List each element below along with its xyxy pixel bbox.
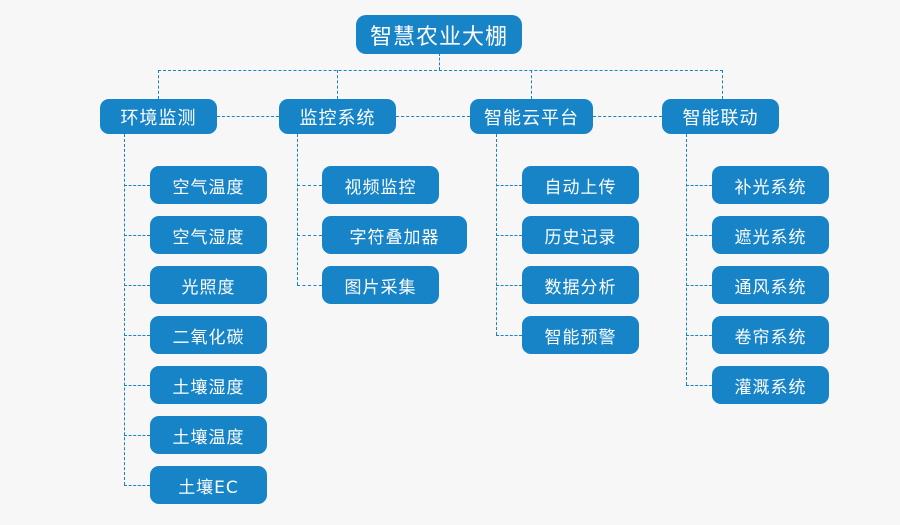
- leaf-node-supplemental-lighting[interactable]: 补光系统: [712, 166, 829, 204]
- leaf-node-ventilation-system[interactable]: 通风系统: [712, 266, 829, 304]
- branch-node-cloud-platform[interactable]: 智能云平台: [470, 99, 593, 134]
- connector-branch-3-4-link: [593, 116, 662, 117]
- leaf-node-shading-system[interactable]: 遮光系统: [712, 216, 829, 254]
- connector-col4-spine: [686, 134, 687, 385]
- branch-node-environment-monitoring[interactable]: 环境监测: [100, 99, 217, 134]
- connector-col3-stub-4: [496, 335, 522, 336]
- leaf-node-roller-blind-system[interactable]: 卷帘系统: [712, 316, 829, 354]
- connector-col2-stub-1: [297, 185, 322, 186]
- connector-col1-spine: [124, 134, 125, 485]
- connector-root-stem: [439, 53, 440, 70]
- connector-col1-stub-1: [124, 185, 150, 186]
- connector-col3-spine: [496, 134, 497, 335]
- connector-col4-stub-4: [686, 335, 712, 336]
- connector-col2-stub-3: [297, 285, 322, 286]
- leaf-node-carbon-dioxide[interactable]: 二氧化碳: [150, 316, 267, 354]
- connector-branch-4-drop: [722, 70, 723, 99]
- connector-col3-stub-2: [496, 235, 522, 236]
- connector-col4-stub-2: [686, 235, 712, 236]
- connector-col2-spine: [297, 134, 298, 285]
- connector-col1-stub-6: [124, 435, 150, 436]
- connector-branch-2-drop: [337, 70, 338, 99]
- leaf-node-soil-ec[interactable]: 土壤EC: [150, 466, 267, 504]
- connector-col3-stub-3: [496, 285, 522, 286]
- connector-col1-stub-5: [124, 385, 150, 386]
- leaf-node-smart-alert[interactable]: 智能预警: [522, 316, 639, 354]
- leaf-node-irrigation-system[interactable]: 灌溉系统: [712, 366, 829, 404]
- branch-node-intelligent-linkage[interactable]: 智能联动: [662, 99, 779, 134]
- leaf-node-character-overlay[interactable]: 字符叠加器: [322, 216, 467, 254]
- leaf-node-image-capture[interactable]: 图片采集: [322, 266, 439, 304]
- connector-col1-stub-7: [124, 485, 150, 486]
- leaf-node-air-temperature[interactable]: 空气温度: [150, 166, 267, 204]
- branch-node-surveillance-system[interactable]: 监控系统: [279, 99, 396, 134]
- connector-col1-stub-3: [124, 285, 150, 286]
- connector-branch-2-3-link: [396, 116, 470, 117]
- leaf-node-history-records[interactable]: 历史记录: [522, 216, 639, 254]
- connector-col2-stub-2: [297, 235, 322, 236]
- connector-branch-1-drop: [158, 70, 159, 99]
- connector-level2-bus: [158, 70, 723, 71]
- connector-col1-stub-4: [124, 335, 150, 336]
- leaf-node-video-surveillance[interactable]: 视频监控: [322, 166, 439, 204]
- connector-col4-stub-1: [686, 185, 712, 186]
- connector-branch-3-drop: [531, 70, 532, 99]
- connector-col3-stub-1: [496, 185, 522, 186]
- leaf-node-auto-upload[interactable]: 自动上传: [522, 166, 639, 204]
- leaf-node-soil-temperature[interactable]: 土壤温度: [150, 416, 267, 454]
- connector-col4-stub-3: [686, 285, 712, 286]
- leaf-node-soil-humidity[interactable]: 土壤湿度: [150, 366, 267, 404]
- leaf-node-air-humidity[interactable]: 空气湿度: [150, 216, 267, 254]
- connector-col4-stub-5: [686, 385, 712, 386]
- leaf-node-illuminance[interactable]: 光照度: [150, 266, 267, 304]
- connector-branch-1-2-link: [217, 116, 279, 117]
- leaf-node-data-analysis[interactable]: 数据分析: [522, 266, 639, 304]
- connector-col1-stub-2: [124, 235, 150, 236]
- root-node[interactable]: 智慧农业大棚: [356, 15, 522, 54]
